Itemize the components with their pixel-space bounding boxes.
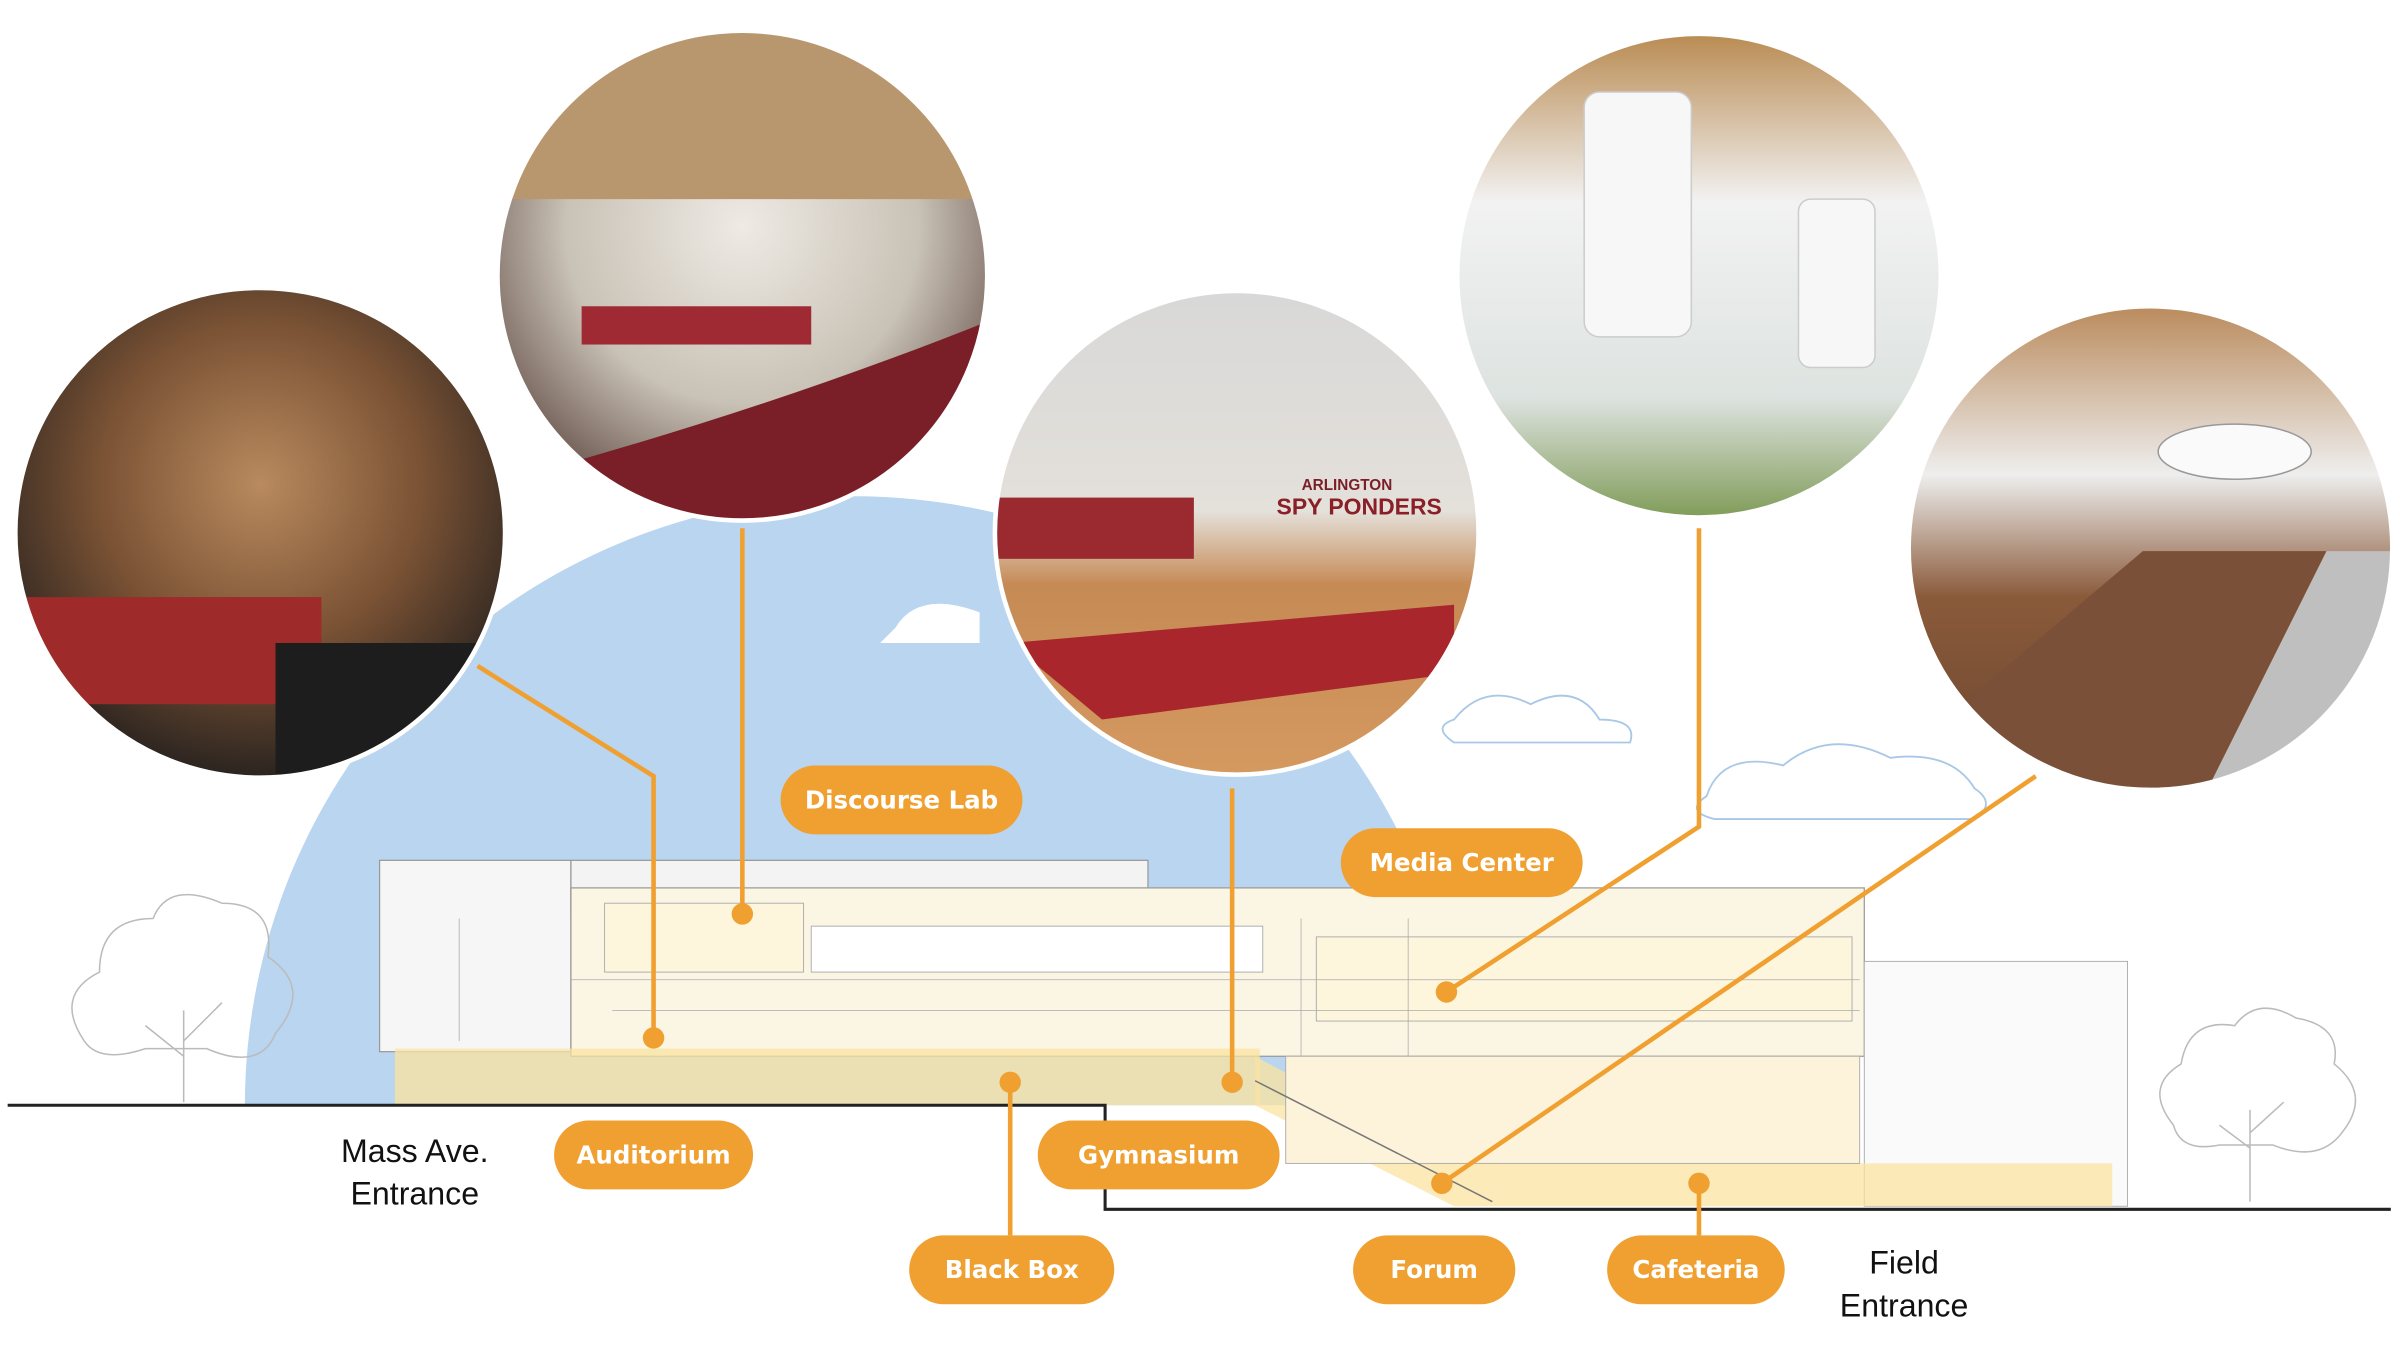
tree-right bbox=[2159, 1007, 2357, 1202]
label-discourse-lab-text: Discourse Lab bbox=[805, 785, 998, 814]
mass-ave-entrance: Mass Ave. Entrance bbox=[341, 1133, 489, 1212]
photo-auditorium bbox=[15, 287, 506, 778]
label-black-box[interactable]: Black Box bbox=[909, 1235, 1115, 1305]
label-discourse-lab[interactable]: Discourse Lab bbox=[780, 765, 1023, 835]
label-black-box-text: Black Box bbox=[945, 1255, 1079, 1284]
photo-forum bbox=[1908, 306, 2393, 790]
tree-left bbox=[71, 893, 294, 1103]
label-auditorium-text: Auditorium bbox=[577, 1140, 731, 1169]
mass-ave-line2: Entrance bbox=[350, 1176, 479, 1212]
photo-discourse-lab bbox=[497, 30, 988, 521]
label-forum-text: Forum bbox=[1390, 1255, 1478, 1284]
photo-media-center bbox=[1457, 33, 1941, 518]
label-media-center[interactable]: Media Center bbox=[1340, 828, 1583, 898]
building-section bbox=[378, 859, 2129, 1207]
mass-ave-line1: Mass Ave. bbox=[341, 1133, 489, 1169]
callout-lines bbox=[476, 528, 2038, 1236]
field-entrance: Field Entrance bbox=[1840, 1245, 1969, 1324]
label-cafeteria[interactable]: Cafeteria bbox=[1607, 1235, 1785, 1305]
label-gymnasium-text: Gymnasium bbox=[1078, 1140, 1239, 1169]
field-line2: Entrance bbox=[1840, 1287, 1969, 1323]
field-line1: Field bbox=[1869, 1245, 1939, 1281]
gym-banner-line2: SPY PONDERS bbox=[1277, 493, 1442, 519]
photo-gymnasium: ARLINGTON SPY PONDERS bbox=[994, 290, 1479, 775]
gym-banner-line1: ARLINGTON bbox=[1302, 477, 1393, 494]
label-auditorium[interactable]: Auditorium bbox=[554, 1120, 754, 1190]
label-forum[interactable]: Forum bbox=[1353, 1235, 1516, 1305]
callout-dots bbox=[642, 903, 1710, 1195]
label-gymnasium[interactable]: Gymnasium bbox=[1037, 1120, 1280, 1190]
label-media-center-text: Media Center bbox=[1370, 848, 1554, 877]
clouds bbox=[880, 603, 1987, 820]
label-cafeteria-text: Cafeteria bbox=[1632, 1255, 1759, 1284]
